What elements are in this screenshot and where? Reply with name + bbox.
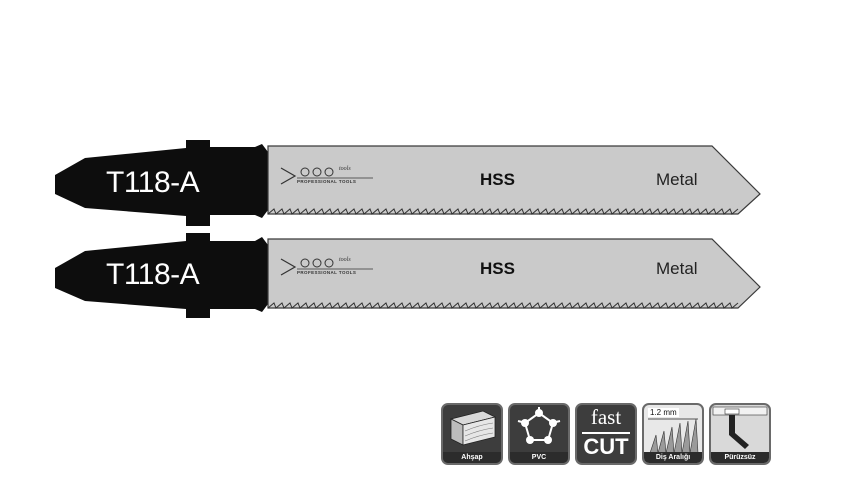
logo-brand-text: tools xyxy=(339,257,351,263)
pvc-caption: PVC xyxy=(510,452,568,463)
brand-logo: tools PROFESSIONAL TOOLS xyxy=(279,164,375,188)
blade-code: T118-A xyxy=(106,166,200,199)
logo-brand-text: tools xyxy=(339,166,351,172)
smooth-cut-caption: Pürüzsüz xyxy=(711,452,769,463)
wood-caption: Ahşap xyxy=(443,452,501,463)
logo-tagline: PROFESSIONAL TOOLS xyxy=(297,270,357,275)
tooth-pitch-value: 1.2 mm xyxy=(648,408,679,417)
blade-use: Metal xyxy=(656,170,698,189)
smooth-cut-icon: Pürüzsüz xyxy=(709,403,771,465)
cut-text: CUT xyxy=(583,434,629,459)
fast-divider xyxy=(582,432,630,434)
tooth-pitch-icon: 1.2 mm Diş Aralığı xyxy=(642,403,704,465)
blade-code: T118-A xyxy=(106,258,200,291)
fast-cut-icon: fast CUT xyxy=(575,403,637,465)
blade-material: HSS xyxy=(480,259,515,278)
blade-material: HSS xyxy=(480,170,515,189)
pvc-icon: PVC xyxy=(508,403,570,465)
fast-text: fast xyxy=(590,405,622,429)
wood-icon: Ahşap xyxy=(441,403,503,465)
logo-tagline: PROFESSIONAL TOOLS xyxy=(297,179,357,184)
blade-use: Metal xyxy=(656,259,698,278)
brand-logo: tools PROFESSIONAL TOOLS xyxy=(279,255,375,279)
tooth-pitch-caption: Diş Aralığı xyxy=(644,452,702,463)
feature-icons: Ahşap PVC fast CUT 1.2 mm Diş Aralığı xyxy=(441,403,771,465)
